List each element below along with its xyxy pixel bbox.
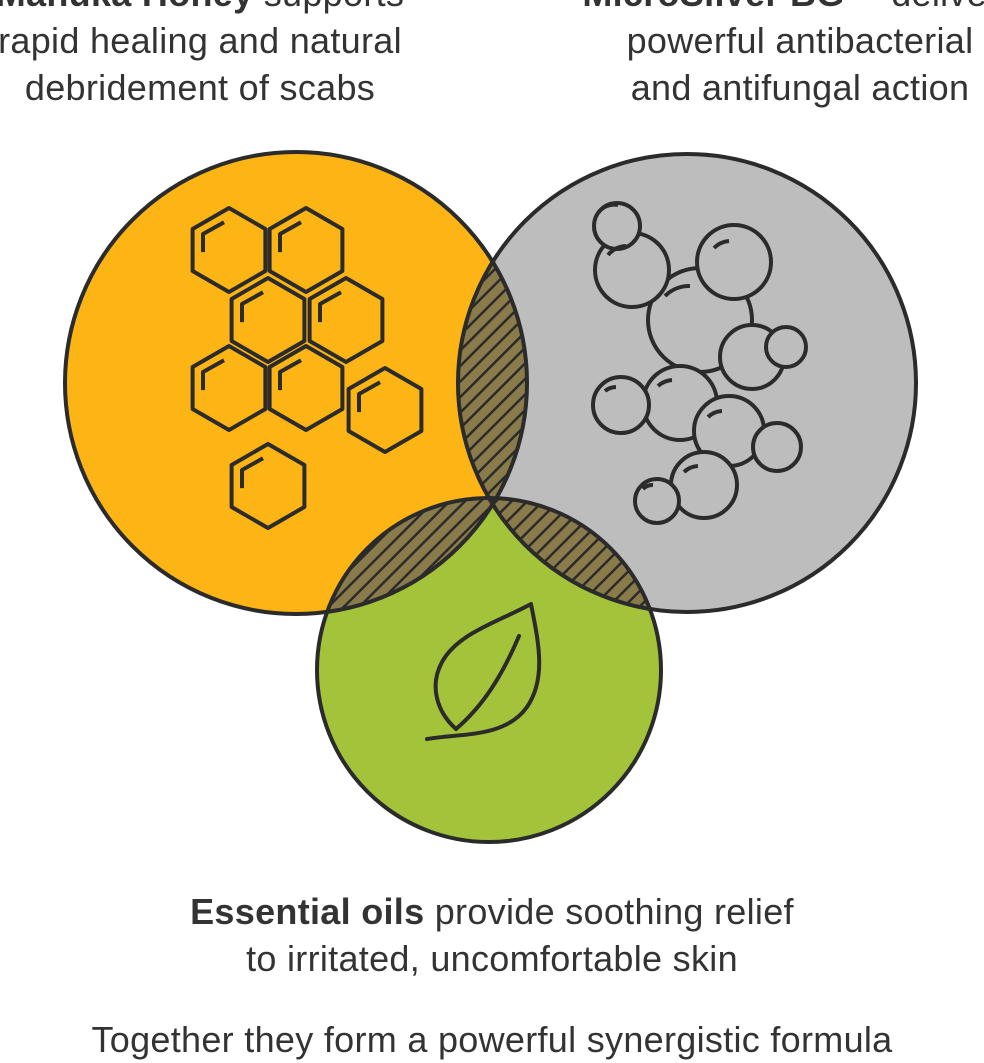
manuka-honey-caption: Manuka Honey supports rapid healing and … [0, 0, 440, 111]
microsilver-caption-line3: and antifungal action [630, 67, 970, 108]
manuka-honey-caption-bold: Manuka Honey [0, 0, 253, 14]
honeycomb-cell-highlight [278, 220, 302, 253]
honeycomb-cell [229, 442, 307, 530]
manuka-honey-caption-line2: rapid healing and natural [0, 20, 402, 61]
honeycomb-cell-highlight [357, 380, 381, 413]
honeycomb-cell-highlight [201, 358, 225, 391]
microsilver-caption: MicroSilver BG™ delivers powerful antiba… [560, 0, 984, 111]
microsilver-caption-line1: MicroSilver BG™ delivers [560, 0, 984, 17]
essential-oils-caption: Essential oils provide soothing relief t… [0, 888, 984, 982]
circle-outlines [63, 150, 918, 844]
honeycomb-cell [267, 206, 345, 294]
microsilver-caption-bold: MicroSilver BG [582, 0, 844, 14]
microsilver-caption-line2: powerful antibacterial [626, 20, 974, 61]
venn-diagram [63, 150, 918, 844]
essential-oils-caption-line2: to irritated, uncomfortable skin [246, 938, 738, 979]
molecule-cluster-icon [591, 201, 808, 525]
essential-oils-caption-line1-rest: provide soothing relief [424, 891, 794, 932]
honeycomb-cell [190, 344, 268, 432]
honeycomb-cell [229, 276, 307, 364]
honeycomb-cell-highlight [278, 358, 302, 391]
honeycomb-cell-highlight [318, 290, 342, 323]
honeycomb-cell [190, 206, 268, 294]
manuka-honey-circle [65, 152, 527, 614]
microsilver-caption-line1-rest: ™ delivers [845, 0, 984, 14]
manuka-honey-caption-line3: debridement of scabs [24, 67, 376, 108]
manuka-honey-caption-line1: Manuka Honey supports [0, 0, 440, 17]
honey-oils-overlap [317, 498, 527, 614]
honeycomb-cell-highlight [240, 290, 264, 323]
synergy-caption: Together they form a powerful synergisti… [91, 1019, 893, 1060]
leaf-icon [425, 602, 542, 741]
honeycomb-cell-highlight [240, 456, 264, 489]
honeycomb-cell [267, 344, 345, 432]
honeycomb-cell-highlight [201, 220, 225, 253]
manuka-honey-caption-line1-rest: supports [253, 0, 404, 14]
honeycomb-icon [190, 206, 424, 530]
essential-oils-caption-bold: Essential oils [190, 891, 425, 932]
essential-oils-caption-line1: Essential oils provide soothing relief [0, 888, 984, 935]
honeycomb-cell [346, 366, 424, 454]
honeycomb-cell [307, 276, 385, 364]
